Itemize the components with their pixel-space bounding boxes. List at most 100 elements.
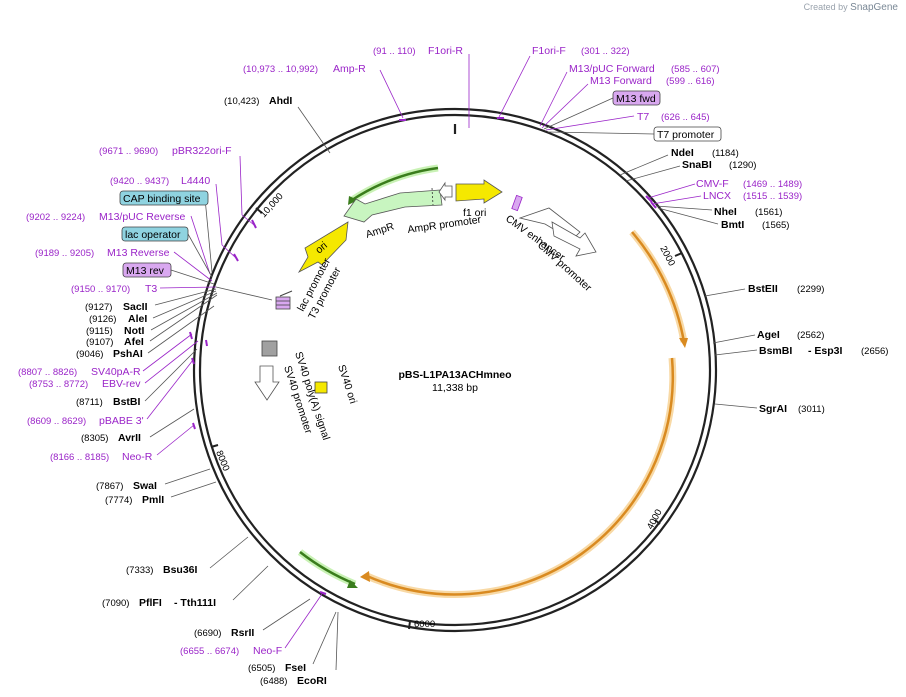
svg-text:(8305): (8305) [81, 433, 108, 444]
svg-text:BsmBI: BsmBI [759, 345, 792, 357]
primer-l4440: (9420 .. 9437) L4440 [110, 175, 239, 262]
tick-6000: 6000 [408, 619, 435, 630]
site-pmli: (7774) PmlI [105, 481, 217, 506]
primer-pbabe-3: (8609 .. 8629) pBABE 3' [27, 357, 195, 427]
svg-text:Neo-F: Neo-F [253, 645, 282, 657]
svg-text:CMV-F: CMV-F [696, 178, 729, 190]
primer-m13-puc-forward: M13/pUC Forward (585 .. 607) [539, 63, 720, 127]
svg-text:(6505): (6505) [248, 663, 275, 674]
f1-ori-arrow [455, 179, 503, 204]
svg-text:BstEII: BstEII [748, 283, 778, 295]
svg-text:T3: T3 [145, 283, 157, 295]
svg-text:Amp-R: Amp-R [333, 63, 366, 75]
svg-text:(1561): (1561) [755, 207, 782, 218]
orf-arc-2 [366, 357, 674, 596]
cmv-promoter-arrow [551, 221, 597, 257]
svg-text:(6690): (6690) [194, 628, 221, 639]
snapgene-logo: SnapGene [850, 2, 898, 13]
svg-text:(8753 .. 8772): (8753 .. 8772) [29, 379, 88, 390]
site-bsteii: BstEII (2299) [704, 283, 824, 297]
site-bsu36i: (7333) Bsu36I [126, 536, 249, 576]
svg-text:NotI: NotI [124, 325, 144, 337]
svg-text:(10,423): (10,423) [224, 96, 259, 107]
site-fsei: (6505) FseI [248, 611, 337, 674]
svg-text:(8807 .. 8826): (8807 .. 8826) [18, 367, 77, 378]
svg-text:lac operator: lac operator [125, 229, 181, 241]
svg-text:RsrII: RsrII [231, 627, 254, 639]
svg-text:F1ori-R: F1ori-R [428, 45, 463, 57]
svg-text:(9420 .. 9437): (9420 .. 9437) [110, 176, 169, 187]
svg-text:PshAI: PshAI [113, 348, 143, 360]
box-lac-operator: lac operator [121, 226, 213, 278]
site-ahdi: (10,423) AhdI [224, 95, 331, 154]
svg-text:(1184): (1184) [712, 148, 739, 159]
site-sacii: (9127) SacII [85, 288, 217, 313]
primer-sv40pa-r: (8807 .. 8826) SV40pA-R [18, 331, 193, 378]
svg-text:FseI: FseI [285, 662, 306, 674]
site-pshai: (9046) PshAI [76, 305, 215, 360]
svg-text:M13/pUC Forward: M13/pUC Forward [569, 63, 655, 75]
svg-text:NheI: NheI [714, 206, 737, 218]
svg-text:Neo-R: Neo-R [122, 451, 153, 463]
svg-text:M13 fwd: M13 fwd [616, 93, 656, 105]
svg-text:CAP binding site: CAP binding site [123, 193, 201, 205]
svg-text:M13/pUC Reverse: M13/pUC Reverse [99, 211, 186, 223]
sv40-ori-label: SV40 ori [335, 363, 359, 405]
backbone-outer [192, 107, 718, 633]
svg-text:AvrII: AvrII [118, 432, 141, 444]
site-alei: (9126) AleI [89, 290, 217, 325]
svg-text:(2299): (2299) [797, 284, 824, 295]
svg-text:2000: 2000 [657, 244, 677, 268]
svg-text:pBR322ori-F: pBR322ori-F [172, 145, 232, 157]
svg-text:AfeI: AfeI [124, 336, 144, 348]
ampr-promoter-arrow [438, 181, 453, 202]
green-arc-head [347, 580, 358, 588]
sv40-ori-box [314, 381, 328, 394]
primer-m13-forward: M13 Forward (599 .. 616) [541, 75, 715, 129]
svg-text:(9671 .. 9690): (9671 .. 9690) [99, 146, 158, 157]
plasmid-length: 11,338 bp [432, 382, 478, 394]
f1-ori-label: f1 ori [463, 207, 486, 219]
svg-text:(1515 .. 1539): (1515 .. 1539) [743, 191, 802, 202]
svg-text:(91 .. 110): (91 .. 110) [373, 46, 416, 57]
svg-text:M13 rev: M13 rev [126, 265, 165, 277]
plasmid-name: pBS-L1PA13ACHmneo [399, 369, 512, 381]
site-sgrai: SgrAI (3011) [714, 403, 825, 415]
svg-text:PmlI: PmlI [142, 494, 164, 506]
box-cap-binding-site: CAP binding site [119, 190, 213, 273]
site-noti: (9115) NotI [86, 292, 218, 337]
primer-f1ori-r: (91 .. 110) F1ori-R [373, 45, 470, 128]
site-agei: AgeI (2562) [712, 329, 824, 344]
svg-text:BstBI: BstBI [113, 396, 141, 408]
svg-text:EcoRI: EcoRI [297, 675, 327, 687]
site-rsrii: (6690) RsrII [194, 598, 311, 639]
orf-arc-1 [631, 231, 686, 343]
svg-text:(626 .. 645): (626 .. 645) [661, 112, 710, 123]
site-bsmbi: BsmBI - Esp3I (2656) [714, 345, 888, 357]
svg-text:(7090): (7090) [102, 598, 129, 609]
top-green-arc-head [348, 196, 358, 205]
primer-neo-f: (6655 .. 6674) Neo-F [180, 591, 327, 657]
svg-text:(1565): (1565) [762, 220, 789, 231]
primer-amp-r: (10,973 .. 10,992) Amp-R [243, 63, 406, 121]
primer-t7: T7 (626 .. 645) [545, 111, 710, 131]
cmv-primer-mark [511, 194, 523, 212]
svg-text:Bsu36I: Bsu36I [163, 564, 198, 576]
ampr-label: AmpR [364, 220, 396, 241]
svg-text:(1290): (1290) [729, 160, 756, 171]
svg-text:AhdI: AhdI [269, 95, 292, 107]
primer-m13-reverse: (9189 .. 9205) M13 Reverse [35, 247, 213, 282]
svg-text:M13 Forward: M13 Forward [590, 75, 652, 87]
svg-text:SacII: SacII [123, 301, 148, 313]
svg-text:M13 Reverse: M13 Reverse [107, 247, 170, 259]
svg-text:(7333): (7333) [126, 565, 153, 576]
svg-text:BmtI: BmtI [721, 219, 744, 231]
sv40-polya-box [261, 340, 278, 357]
sv40-promoter-arrow [254, 365, 280, 401]
primer-f1ori-f: F1ori-F (301 .. 322) [497, 45, 630, 119]
svg-text:(2656): (2656) [861, 346, 888, 357]
svg-text:(599 .. 616): (599 .. 616) [666, 76, 715, 87]
svg-text:NdeI: NdeI [671, 147, 694, 159]
site-ndei: NdeI (1184) [619, 147, 739, 176]
svg-text:(9115): (9115) [86, 326, 113, 337]
